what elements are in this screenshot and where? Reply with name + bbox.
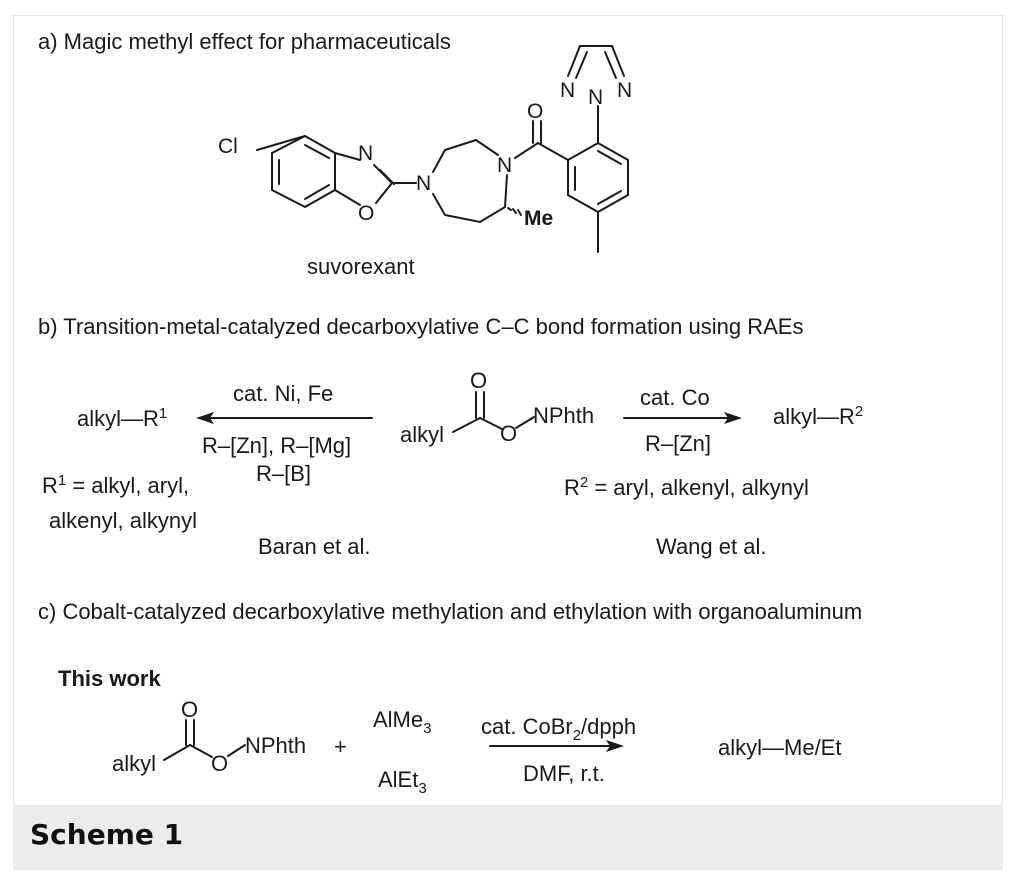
compound-name: suvorexant	[307, 254, 415, 279]
suvorexant-structure: Cl N O N N Me O	[218, 45, 632, 253]
this-work-label: This work	[58, 666, 161, 691]
scheme-frame	[13, 15, 1003, 870]
oxazole-bond-3	[375, 182, 393, 204]
atom-cl: Cl	[218, 135, 238, 158]
right-conditions-bottom: R–[Zn]	[645, 431, 711, 456]
right-conditions-top: cat. Co	[640, 385, 710, 410]
left-conditions-top: cat. Ni, Fe	[233, 381, 333, 406]
panel-c-product: alkyl—Me/Et	[718, 735, 841, 760]
c-o-bond	[479, 417, 503, 430]
atom-n-diazepane-2: N	[497, 154, 512, 177]
left-r-definition: R1 = alkyl, aryl,	[42, 472, 189, 498]
o-n-bond-c	[227, 744, 246, 757]
right-product: alkyl—R2	[773, 403, 863, 429]
toluene-double-3	[597, 190, 622, 205]
benzene-double-2	[304, 144, 330, 159]
carbonyl-aryl-bond	[537, 142, 569, 161]
diazepane-lower	[432, 193, 506, 224]
substrate-c-nphth: NPhth	[245, 733, 306, 758]
left-conditions-bottom-1: R–[Zn], R–[Mg]	[202, 433, 351, 458]
substrate-o-carbonyl: O	[470, 368, 487, 393]
oxazole-double	[379, 169, 395, 185]
reagent-alethyl: AlEt3	[378, 767, 427, 797]
atom-n-oxazole: N	[358, 142, 373, 165]
oxazole-bond-4	[334, 189, 361, 206]
left-conditions-bottom-2: R–[B]	[256, 461, 311, 486]
left-reaction-arrow	[196, 412, 373, 424]
toluene-ring	[567, 141, 629, 214]
plus-sign: +	[334, 734, 347, 759]
left-reference: Baran et al.	[258, 534, 371, 559]
toluene-double-2	[597, 150, 622, 165]
panel-c-conditions-bottom: DMF, r.t.	[523, 761, 605, 786]
atom-o-carbonyl: O	[527, 100, 543, 123]
atom-n-triazole-1: N	[560, 79, 575, 102]
n-carbonyl-bond	[514, 142, 539, 159]
atom-n-diazepane-1: N	[416, 172, 431, 195]
hashed-methyl-bond	[507, 207, 522, 216]
right-r-definition: R2 = aryl, alkenyl, alkynyl	[564, 474, 809, 500]
cl-bond	[256, 135, 306, 151]
triazole-bond-3	[611, 45, 625, 77]
triazole-bond-1	[567, 45, 581, 77]
diazepane-c-n	[504, 174, 508, 208]
substrate-alkyl: alkyl	[400, 422, 444, 447]
right-reaction-arrow	[623, 412, 742, 424]
substrate-nphth: NPhth	[533, 403, 594, 428]
panel-c-title: c) Cobalt-catalyzed decarboxylative meth…	[38, 599, 862, 624]
atom-n-triazole-3: N	[617, 79, 632, 102]
c-o-bond-c	[189, 744, 213, 758]
panel-c-conditions-top: cat. CoBr2/dpph	[481, 714, 636, 744]
benzene-double-3	[304, 184, 330, 200]
substrate-o-ester: O	[500, 421, 517, 446]
atom-me: Me	[524, 207, 553, 230]
triazole-double-2	[604, 51, 617, 79]
left-r-definition-line-2: alkenyl, alkynyl	[49, 508, 197, 533]
panel-c-reaction-arrow	[489, 740, 624, 752]
alkyl-carbon-bond	[452, 417, 481, 433]
o-n-bond	[515, 416, 535, 429]
right-reference: Wang et al.	[656, 534, 766, 559]
caption-bar	[13, 805, 1003, 870]
substrate-c-alkyl: alkyl	[112, 751, 156, 776]
alkyl-carbon-bond-c	[163, 744, 191, 761]
reagent-almethyl: AlMe3	[373, 707, 431, 737]
left-product: alkyl—R1	[77, 405, 167, 431]
atom-n-triazole-2: N	[588, 86, 603, 109]
diazepane-upper	[432, 138, 499, 173]
benzene-ring-a	[271, 135, 336, 209]
scheme-caption: Scheme 1	[30, 818, 184, 851]
substrate-c-o-carbonyl: O	[181, 697, 198, 722]
panel-a-title: a) Magic methyl effect for pharmaceutica…	[38, 29, 451, 54]
triazole-double-1	[575, 51, 588, 79]
substrate-c-o-ester: O	[211, 751, 228, 776]
oxazole-bond-1	[334, 152, 361, 161]
atom-o-oxazole: O	[358, 202, 374, 225]
panel-b-title: b) Transition-metal-catalyzed decarboxyl…	[38, 314, 803, 339]
rae-substrate-b	[452, 391, 535, 433]
rae-substrate-c	[163, 719, 246, 761]
